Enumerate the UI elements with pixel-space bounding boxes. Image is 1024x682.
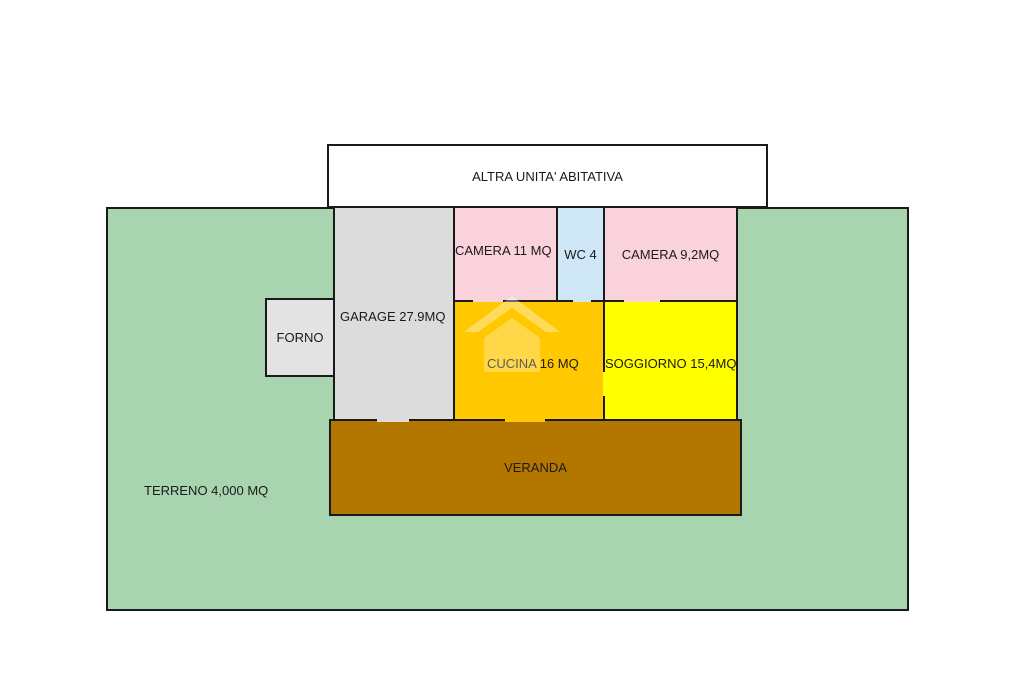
camera-11-label: CAMERA 11 MQ bbox=[455, 243, 552, 258]
forno-room: FORNO bbox=[265, 298, 335, 377]
garage-room: GARAGE 27.9MQ bbox=[333, 206, 456, 423]
door-cucina bbox=[505, 419, 545, 422]
door-garage bbox=[377, 419, 409, 422]
soggiorno-label: SOGGIORNO 15,4MQ bbox=[605, 356, 737, 371]
house-watermark-icon bbox=[464, 296, 560, 372]
camera-9-label: CAMERA 9,2MQ bbox=[621, 246, 720, 262]
forno-label: FORNO bbox=[276, 330, 324, 345]
veranda-label: VERANDA bbox=[504, 460, 567, 475]
terreno-label: TERRENO 4,000 MQ bbox=[144, 483, 269, 498]
camera-9-room: CAMERA 9,2MQ bbox=[603, 206, 738, 302]
wc-label: WC 4 bbox=[564, 246, 597, 262]
door-wc bbox=[573, 299, 591, 302]
door-camera-11 bbox=[473, 299, 503, 302]
door-camera-9 bbox=[624, 299, 660, 302]
garage-label: GARAGE 27.9MQ bbox=[340, 309, 446, 324]
door-soggiorno bbox=[603, 372, 606, 396]
veranda-area: VERANDA bbox=[329, 419, 742, 516]
camera-11-room: CAMERA 11 MQ bbox=[453, 206, 558, 302]
cucina-label: CUCINA 16 MQ bbox=[487, 356, 579, 371]
wc-room: WC 4 bbox=[556, 206, 605, 302]
soggiorno-room: SOGGIORNO 15,4MQ bbox=[603, 300, 738, 423]
altra-unita-block: ALTRA UNITA' ABITATIVA bbox=[327, 144, 768, 208]
altra-unita-label: ALTRA UNITA' ABITATIVA bbox=[472, 168, 623, 184]
